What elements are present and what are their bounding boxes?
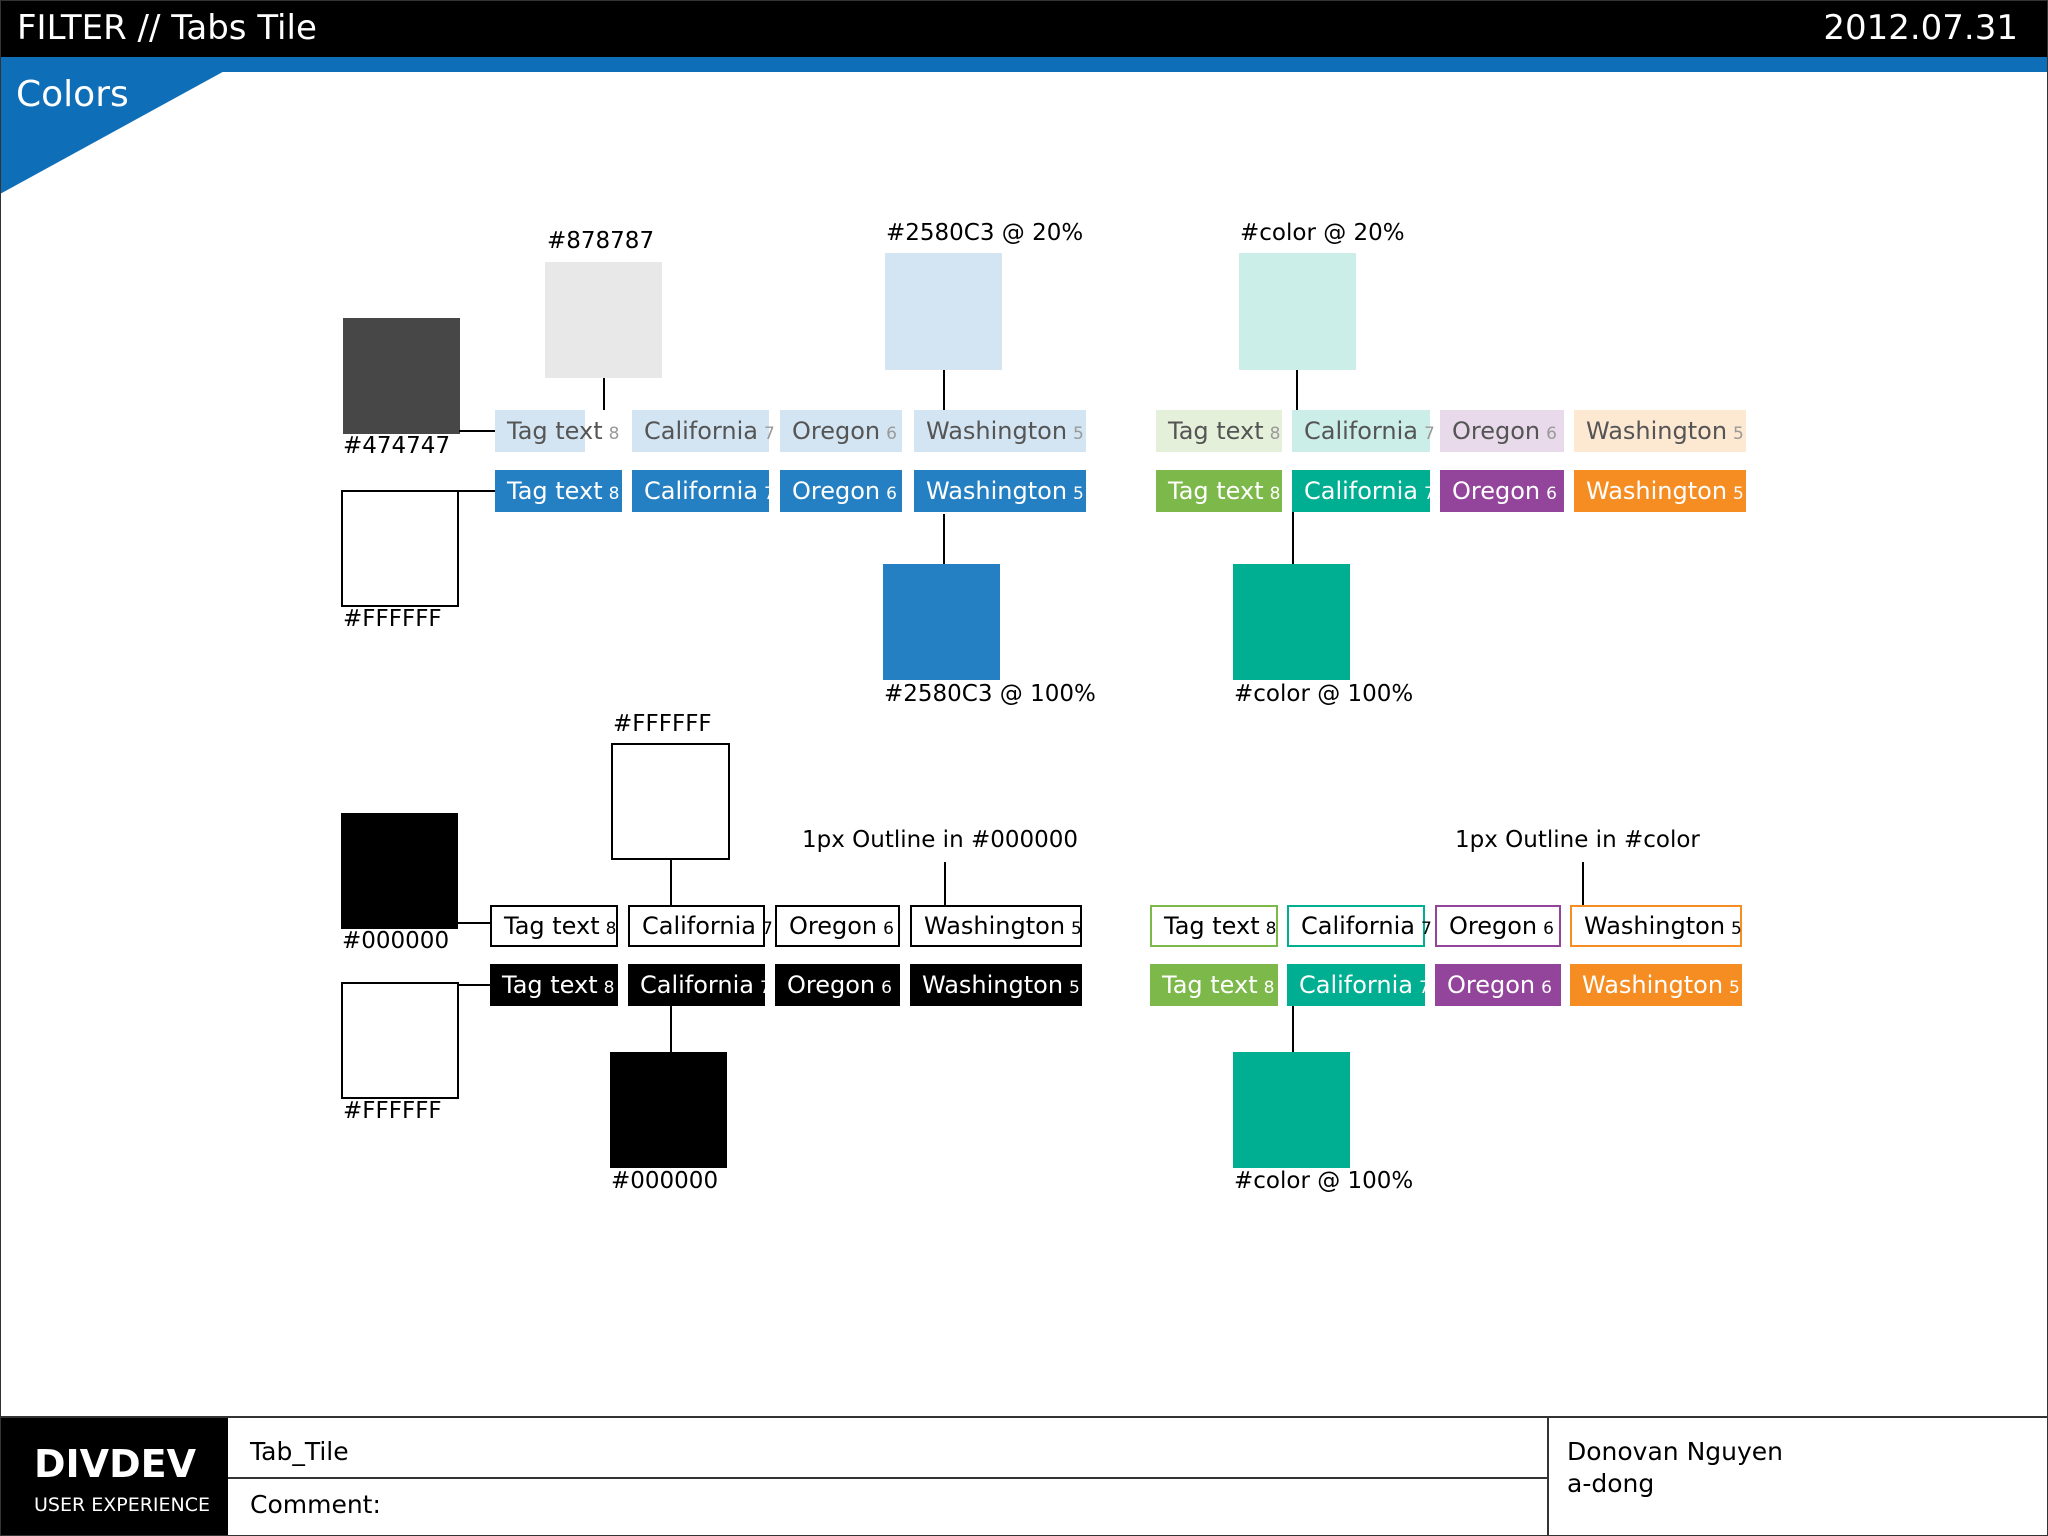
swatch-000000-mid [610,1052,727,1168]
swatch-label-color-100-top: #color @ 100% [1234,681,1414,707]
swatch-label-blue-100: #2580C3 @ 100% [884,681,1096,707]
swatch-ffffff-mid [611,743,730,860]
swatch-label-color-100-bottom: #color @ 100% [1234,1168,1414,1194]
swatch-color-20 [1239,253,1356,370]
swatch-label-color-20: #color @ 20% [1240,220,1405,246]
header-bar: FILTER // Tabs Tile 2012.07.31 [0,0,2048,57]
connector-line [1296,370,1298,410]
header-accent-line [0,57,2048,72]
connector-line [458,490,504,492]
connector-line [670,860,672,905]
swatch-blue-20 [885,253,1002,370]
swatch-label-000000-left: #000000 [342,928,450,954]
footer-divider [1547,1418,1549,1536]
section-title: Colors [16,74,129,115]
connector-line [943,514,945,564]
swatch-474747 [343,318,460,434]
page-date: 2012.07.31 [1823,8,2018,48]
connector-line [459,430,504,432]
swatch-label-474747: #474747 [343,433,451,459]
connector-line [1292,512,1294,564]
comment-label: Comment: [250,1490,381,1519]
connector-line [458,922,504,924]
connector-line [603,378,605,410]
file-name: Tab_Tile [250,1437,349,1466]
swatch-label-ffffff-bottom: #FFFFFF [343,1098,442,1124]
connector-line [670,1006,672,1052]
swatch-label-ffffff-mid: #FFFFFF [613,711,712,737]
swatch-label-ffffff-top: #FFFFFF [343,606,442,632]
connector-line [944,862,946,905]
swatch-label-000000-mid: #000000 [611,1168,719,1194]
swatch-000000-left [341,813,458,929]
swatch-color-100-bottom [1233,1052,1350,1168]
connector-line [1582,862,1584,905]
swatch-color-100-top [1233,564,1350,680]
footer-top-border [0,1416,2048,1418]
swatch-label-878787: #878787 [547,228,655,254]
swatch-blue-100 [883,564,1000,680]
author-handle: a-dong [1567,1469,1655,1498]
swatch-ffffff-top [341,490,459,607]
section-banner [0,57,250,194]
logo: DIVDEV USER EXPERIENCE [0,1418,228,1536]
connector-line [943,370,945,410]
swatch-878787 [545,262,662,378]
page-title: FILTER // Tabs Tile [17,8,317,48]
footer-row-divider [228,1477,1547,1479]
connector-line [458,984,504,986]
swatch-ffffff-bottom [341,982,459,1099]
author-name: Donovan Nguyen [1567,1437,1784,1466]
logo-sub-text: USER EXPERIENCE [34,1494,210,1516]
swatch-label-blue-20: #2580C3 @ 20% [886,220,1084,246]
note-outline-black: 1px Outline in #000000 [802,827,1079,853]
connector-line [1292,1006,1294,1052]
logo-main-text: DIVDEV [34,1442,197,1486]
note-outline-color: 1px Outline in #color [1455,827,1700,853]
